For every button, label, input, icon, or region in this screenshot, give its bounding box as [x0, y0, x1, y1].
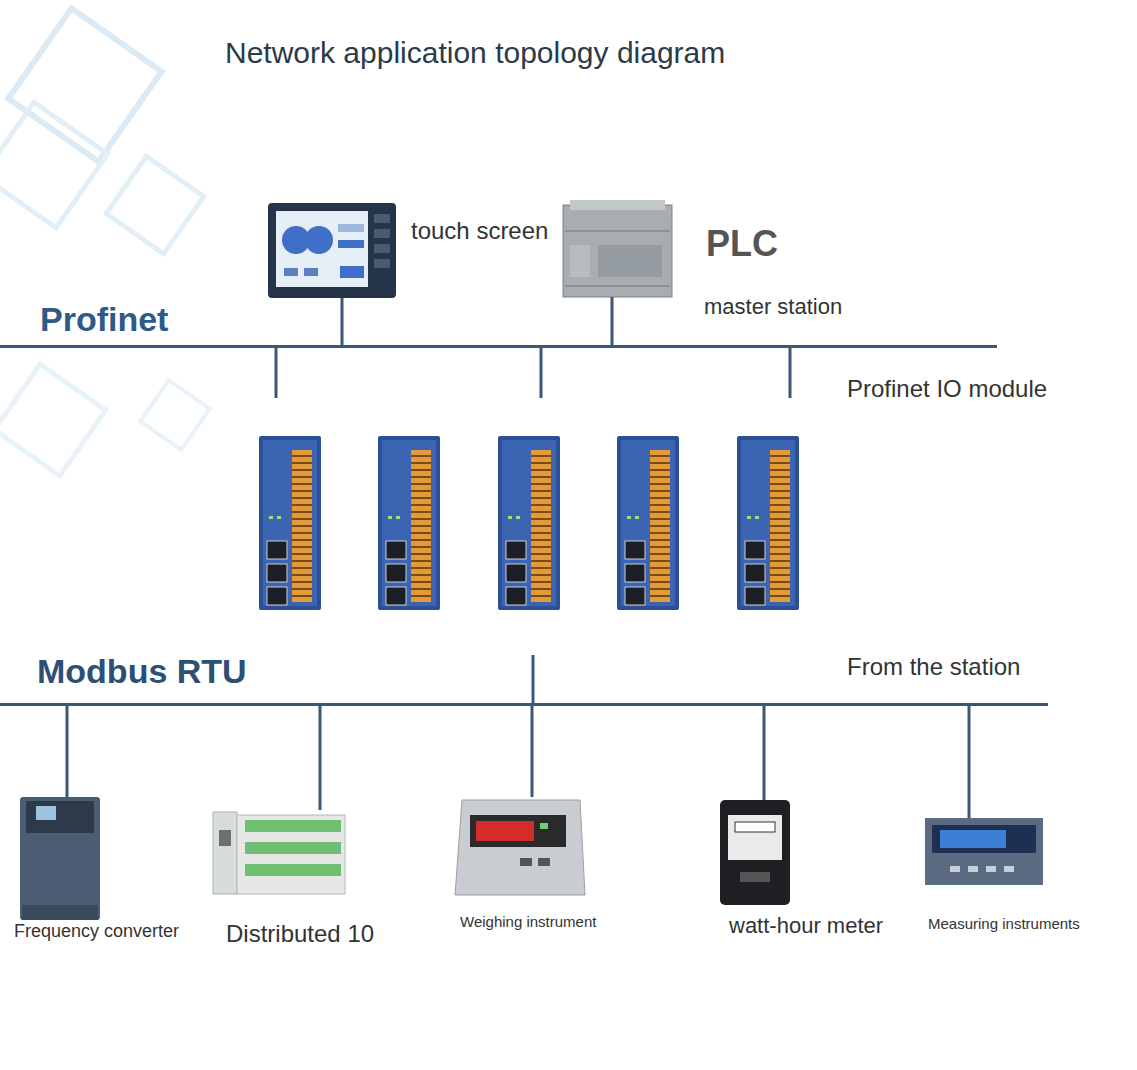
bus-drop: [531, 706, 534, 797]
panel-meter-key: [968, 866, 978, 872]
plc-seam: [565, 230, 670, 232]
vfd-case: [20, 797, 100, 920]
hmi-button: [284, 268, 298, 276]
bus-line: Profinet: [0, 345, 997, 348]
side-key: [374, 229, 390, 238]
diagram-title: Network application topology diagram: [225, 35, 725, 71]
device-label: Weighing instrument: [460, 913, 596, 931]
io-module: [737, 436, 799, 610]
drop-wire: [540, 347, 543, 398]
hmi-device: touch screen: [268, 203, 396, 298]
scale-key: [520, 858, 532, 866]
scale-case: [455, 800, 585, 895]
bus-drop: [763, 706, 766, 800]
device-label: watt-hour meter: [729, 913, 883, 939]
meter-counter: [735, 822, 775, 832]
group-label: Profinet IO module: [847, 375, 1047, 404]
io-module: [617, 436, 679, 610]
field-device: watt-hour meter: [720, 800, 790, 905]
scale-window: [470, 815, 566, 847]
device-label: PLC: [706, 222, 778, 265]
group-label: From the station: [847, 653, 1020, 682]
panel-meter-key: [1004, 866, 1014, 872]
device-label: Frequency converter: [14, 921, 179, 943]
plc-case: [563, 205, 672, 297]
io-module: [498, 436, 560, 610]
vfd-base: [22, 905, 98, 920]
meter-window: [728, 815, 782, 860]
bus-drop: [319, 706, 322, 810]
drop-wire: [789, 347, 792, 398]
bus-name: Modbus RTU: [37, 651, 247, 692]
green-band: [245, 820, 341, 832]
field-device: Weighing instrument: [455, 797, 585, 900]
device-label: Measuring instruments: [928, 915, 1080, 933]
meter-case: [720, 800, 790, 905]
scale-key: [538, 858, 550, 866]
bus-name: Profinet: [40, 299, 168, 340]
hmi-gauge: [305, 226, 333, 254]
side-key: [374, 259, 390, 268]
io-slices: [237, 815, 345, 894]
decor-square: [106, 156, 203, 253]
bus-drop: [341, 298, 344, 345]
decor-square: [0, 102, 108, 227]
panel-meter-display: [940, 830, 1006, 848]
vfd-panel: [26, 801, 94, 833]
io-module: [259, 436, 321, 610]
hmi-screen: [276, 211, 368, 287]
field-device: Measuring instruments: [925, 818, 1043, 885]
role-label: master station: [704, 294, 842, 320]
panel-meter-window: [932, 825, 1036, 853]
meter-terminal: [740, 872, 770, 882]
field-device: Frequency converter: [20, 797, 100, 920]
decor-square: [0, 364, 106, 475]
plc-cover: [598, 245, 662, 277]
scale-led: [540, 823, 548, 829]
panel-meter-key: [950, 866, 960, 872]
decor-square: [140, 380, 210, 450]
gateway-wire: [532, 655, 535, 705]
green-band: [245, 864, 341, 876]
hmi-field: [338, 240, 364, 248]
field-device: Distributed 10: [213, 810, 345, 897]
plc-top: [570, 200, 665, 210]
bus-drop: [66, 706, 69, 797]
device-label: Distributed 10: [226, 920, 374, 949]
side-key: [374, 244, 390, 253]
green-band: [245, 842, 341, 854]
bus-drop: [611, 297, 614, 345]
bus-drop: [968, 706, 971, 818]
io-module: [378, 436, 440, 610]
device-label: touch screen: [411, 217, 548, 246]
coupler-port: [219, 830, 231, 846]
hmi-field: [338, 224, 364, 232]
bus-line: Modbus RTU: [0, 703, 1048, 706]
side-key: [374, 214, 390, 223]
hmi-button: [340, 266, 364, 278]
scale-display: [476, 821, 534, 841]
panel-meter-key: [986, 866, 996, 872]
plc-seam: [565, 285, 670, 287]
panel-meter-case: [925, 818, 1043, 885]
vfd-display: [36, 806, 56, 820]
plc-device: PLCmaster station: [563, 200, 672, 297]
drop-wire: [275, 347, 278, 398]
plc-cover: [570, 245, 590, 277]
hmi-button: [304, 268, 318, 276]
coupler: [213, 812, 237, 894]
hmi-case: [268, 203, 396, 298]
